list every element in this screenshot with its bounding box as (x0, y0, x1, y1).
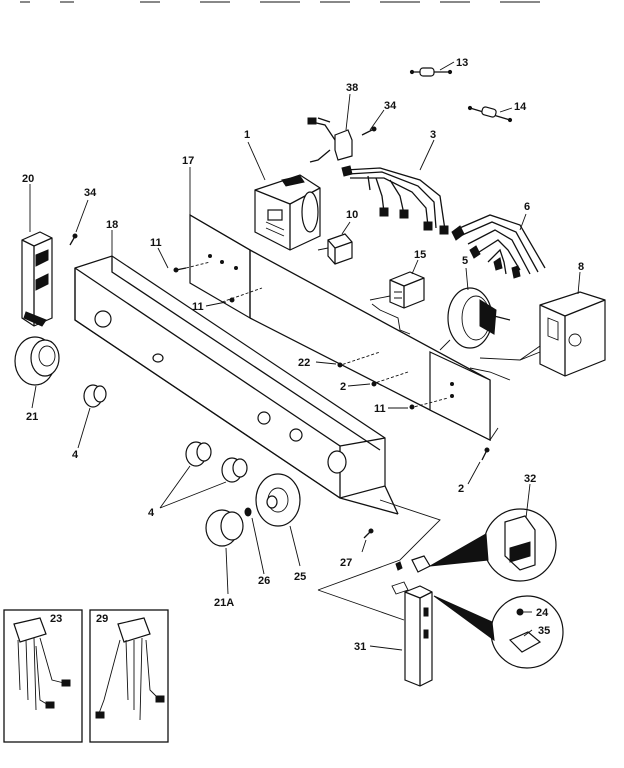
label-26: 26 (258, 575, 270, 587)
knob-25-dial (255, 473, 301, 527)
screw-11-upper (173, 261, 211, 273)
label-4-lower: 4 (148, 507, 155, 519)
label-34-left: 34 (84, 187, 97, 199)
label-4-upper: 4 (72, 449, 79, 461)
part-32-clip (391, 555, 431, 595)
knob-4-lower (221, 457, 248, 483)
label-20: 20 (22, 173, 34, 185)
part-10 (317, 233, 353, 265)
label-17: 17 (182, 155, 194, 167)
knob-4-upper (83, 384, 107, 408)
label-29: 29 (96, 613, 108, 625)
label-2-lower: 2 (458, 483, 464, 495)
control-panel-console (74, 255, 399, 515)
label-5: 5 (462, 255, 468, 267)
screw-34-left (69, 233, 78, 246)
label-3: 3 (430, 129, 436, 141)
label-22: 22 (298, 357, 310, 369)
label-15: 15 (414, 249, 426, 261)
label-38: 38 (346, 82, 358, 94)
label-21A: 21A (214, 597, 234, 609)
label-25: 25 (294, 571, 306, 583)
inset-harness-29 (89, 609, 169, 743)
label-6: 6 (524, 201, 530, 213)
screw-27 (363, 528, 374, 539)
label-1: 1 (244, 129, 250, 141)
screw-11-lower (409, 397, 449, 410)
part-13-jumper (409, 67, 453, 77)
part-38-switch (307, 117, 353, 163)
label-31: 31 (354, 641, 366, 653)
part-20-bracket (21, 231, 53, 327)
label-34-top: 34 (384, 100, 397, 112)
wire-harness-3 (341, 165, 449, 235)
inset-harness-23 (3, 609, 83, 743)
label-27: 27 (340, 557, 352, 569)
callout-35-detail (433, 595, 564, 669)
screw-2-lower (481, 447, 490, 461)
label-32: 32 (524, 473, 536, 485)
leader-lines (29, 61, 581, 651)
label-11-mid: 11 (192, 301, 204, 313)
label-24: 24 (536, 607, 549, 619)
screw-34-top (361, 126, 377, 136)
spring-26 (244, 507, 252, 517)
part-31-support (317, 499, 441, 687)
label-14: 14 (514, 101, 527, 113)
timer-unit (254, 174, 321, 251)
screw-22 (337, 351, 381, 368)
label-2-mid: 2 (340, 381, 346, 393)
part-14-jumper (467, 105, 513, 123)
part-labels: 1 17 3 38 34 13 14 10 15 5 6 8 18 11 20 … (22, 57, 584, 653)
label-18: 18 (106, 219, 118, 231)
label-10: 10 (346, 209, 358, 221)
label-35: 35 (538, 625, 550, 637)
label-13: 13 (456, 57, 468, 69)
wire-harness-6 (451, 214, 546, 279)
callout-32-detail (429, 508, 557, 582)
knob-4-mid (185, 441, 212, 467)
part-15-connector (369, 271, 425, 335)
label-8: 8 (578, 261, 584, 273)
knob-21 (14, 336, 60, 386)
screw-11-mid (221, 287, 263, 303)
label-11-upper: 11 (150, 237, 162, 249)
part-8-module (469, 291, 606, 381)
screw-2-mid (371, 371, 409, 387)
label-11-lower: 11 (374, 403, 386, 415)
label-21: 21 (26, 411, 38, 423)
knob-21A (205, 509, 244, 547)
part-5-pressure-switch (439, 287, 511, 351)
label-23: 23 (50, 613, 62, 625)
